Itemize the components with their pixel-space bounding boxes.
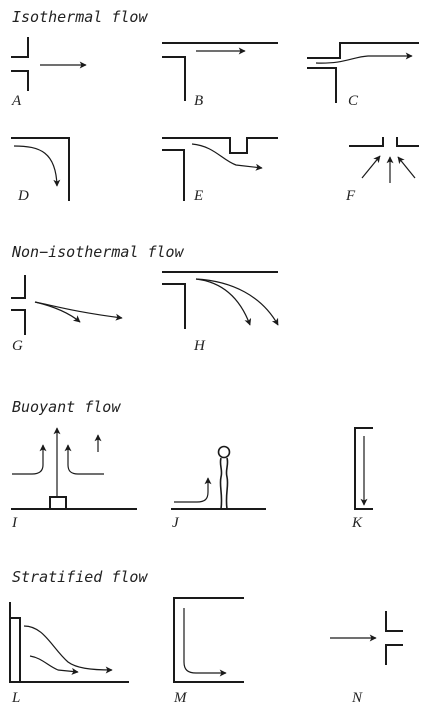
panel-c-flow-arrow [315, 52, 413, 64]
panel-m: M [173, 597, 244, 706]
panel-k-cold-wall [354, 427, 373, 510]
panel-a-wall-bottom [11, 70, 29, 91]
section-title-isothermal: Isothermal flow [12, 8, 148, 26]
panel-n-label: N [351, 690, 363, 706]
panel-b-wall [162, 56, 186, 101]
panel-c-label: C [348, 93, 359, 109]
panel-a: A [11, 37, 87, 109]
section-title-buoyant: Buoyant flow [12, 398, 121, 416]
panel-n-wall-top [385, 611, 403, 632]
panel-h-flow-arrow-long [195, 278, 279, 326]
panel-e-wall [162, 149, 185, 201]
panel-f-arrow-right [397, 156, 416, 179]
panel-i: I [11, 427, 137, 531]
panel-c-wall [307, 67, 337, 103]
panel-l-label: L [11, 690, 20, 706]
panel-j-label: J [172, 515, 180, 531]
panel-g-wall-bottom [11, 309, 26, 335]
section-title-non-isothermal: Non−isothermal flow [11, 243, 185, 261]
panel-f-label: F [345, 188, 356, 204]
panel-g-flow-arrow-short [34, 301, 81, 323]
panel-j: J [171, 445, 266, 531]
panel-j-flow-arrow [174, 477, 212, 503]
panel-d-flow-arrow [13, 145, 61, 187]
panel-f-arrow-left [361, 155, 381, 179]
panel-d-label: D [17, 188, 29, 204]
panel-g-label: G [12, 338, 23, 354]
panel-l: L [9, 602, 129, 706]
panel-i-heat-source [49, 496, 67, 510]
panel-i-label: I [11, 515, 18, 531]
panel-e-flow-arrow [191, 143, 263, 171]
panel-h-wall [162, 283, 186, 329]
panel-l-flow-arrow-upper [23, 625, 113, 674]
panel-d: D [11, 137, 70, 204]
person-icon [217, 445, 231, 510]
panel-l-room-wall [9, 602, 129, 683]
panel-n-wall-bottom [385, 644, 403, 665]
panel-b: B [162, 42, 278, 109]
panel-c-ceiling [307, 42, 419, 59]
panel-l-supply-device [9, 617, 21, 681]
panel-m-room-wall [173, 597, 244, 683]
panel-g-flow-arrow-long [34, 301, 123, 321]
panel-m-flow-arrow [183, 608, 227, 677]
panel-a-wall-top [11, 37, 29, 58]
panel-c: C [307, 42, 419, 109]
panel-n: N [330, 611, 403, 706]
panel-l-flow-arrow-lower [29, 655, 79, 675]
panel-d-corner-wall [11, 137, 70, 201]
panel-e-label: E [193, 188, 203, 204]
panel-i-flow-right [64, 444, 104, 475]
panel-i-flow-left [12, 444, 47, 475]
panel-k: K [351, 427, 373, 531]
panel-g-wall-top [11, 275, 26, 299]
section-title-stratified: Stratified flow [12, 568, 148, 586]
panel-e-ceiling-with-beam [162, 137, 278, 154]
panel-k-label: K [351, 515, 363, 531]
panel-h: H [162, 271, 279, 354]
panel-f-wall-right [396, 137, 419, 147]
panel-g: G [11, 275, 123, 354]
panel-h-label: H [193, 338, 206, 354]
panel-h-flow-arrow-short [195, 278, 252, 326]
panel-a-label: A [11, 93, 22, 109]
panel-m-label: M [173, 690, 188, 706]
panel-f-wall-left [349, 137, 384, 147]
panel-f: F [345, 137, 419, 204]
panel-b-label: B [194, 93, 203, 109]
panel-e: E [162, 137, 278, 204]
